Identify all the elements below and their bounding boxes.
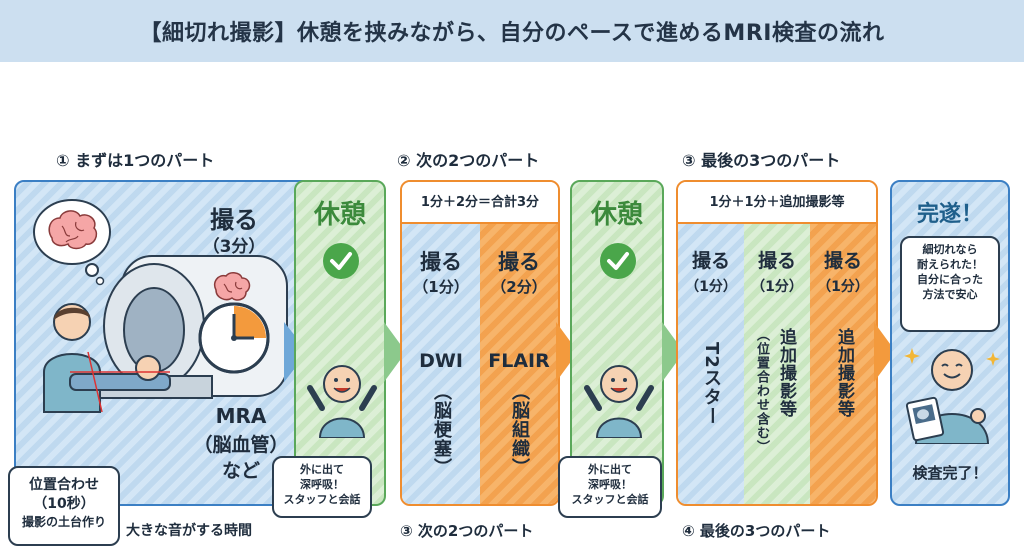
part2-col1-duration: （1分） xyxy=(413,278,469,296)
part2-col1-shoot: 撮る xyxy=(420,250,462,274)
finish-bubble-line3: 自分に合った xyxy=(917,272,983,286)
part3-label: ③ 最後の3つのパート xyxy=(682,151,841,170)
part2-header: 1分＋2分＝合計3分 xyxy=(402,182,558,224)
part3-col2-name: 追加撮影等 xyxy=(776,328,796,418)
part3-header: 1分＋1分＋追加撮影等 xyxy=(678,182,876,224)
part3-col-extra2: 撮る （1分） 追加撮影等 xyxy=(810,224,876,504)
part3-col2-shoot: 撮る xyxy=(757,250,796,272)
check-icon xyxy=(600,243,636,279)
part3-col3-name: 追加撮影等 xyxy=(834,328,854,418)
finish-bubble: 細切れなら 耐えられた！ 自分に合った 方法で安心 xyxy=(900,236,1000,332)
finish-bubble-line2: 耐えられた！ xyxy=(917,257,983,271)
part2-col2-name: FLAIR xyxy=(488,350,550,372)
finish-bubble-line4: 方法で安心 xyxy=(922,287,978,301)
part1-footer: 大きな音がする時間 xyxy=(126,523,252,539)
part2-col2-duration: （2分） xyxy=(491,278,547,296)
part3-footer: ④ 最後の3つのパート xyxy=(682,522,831,540)
part1-duration: （3分） xyxy=(202,237,266,257)
positioning-bubble: 位置合わせ （10秒） 撮影の土台作り xyxy=(8,466,120,546)
break2-bubble: 外に出て 深呼吸！ スタッフと会話 xyxy=(558,456,662,518)
flow-arrow-5 xyxy=(874,322,896,382)
part3-col2-duration: （1分） xyxy=(751,279,803,295)
clock-icon xyxy=(198,302,270,374)
part1-shoot-label: 撮る xyxy=(210,206,258,234)
break2-panel: 休憩 xyxy=(570,180,664,506)
part2-col2-detail: （脳組織） xyxy=(509,382,530,477)
positioning-line3: 撮影の土台作り xyxy=(21,514,106,529)
part2-col2-shoot: 撮る xyxy=(498,250,540,274)
finish-caption: 検査完了！ xyxy=(912,464,988,482)
flow-arrow-2 xyxy=(384,322,406,382)
finish-bubble-line1: 細切れなら xyxy=(922,243,978,256)
part1-label: ① まずは1つのパート xyxy=(56,151,215,170)
thought-bubble-brain-icon xyxy=(33,199,111,286)
break1-panel: 休憩 xyxy=(294,180,386,506)
part3-col3-shoot: 撮る xyxy=(823,250,862,272)
happy-person-icon xyxy=(307,365,377,438)
part1-etc: など xyxy=(221,460,260,482)
part3-col1-shoot: 撮る xyxy=(691,250,730,272)
break2-bubble-line3: スタッフと会話 xyxy=(571,492,649,506)
check-icon xyxy=(323,243,359,279)
break2-title: 休憩 xyxy=(590,200,643,230)
part3-col1-duration: （1分） xyxy=(685,279,737,295)
part2-col1-detail: （脳梗塞） xyxy=(431,382,452,477)
break2-bubble-line2: 深呼吸！ xyxy=(588,477,632,491)
finish-panel: 完遂！ 細切れなら 耐えられた！ 自分に合った 方法で安心 検査完了！ xyxy=(890,180,1010,506)
part1-exam-detail: （脳血管） xyxy=(193,434,289,456)
part3-col1-name: T2スター xyxy=(701,342,722,426)
part2-label: ② 次の2つのパート xyxy=(397,151,540,170)
part2-col1-name: DWI xyxy=(419,350,463,372)
satisfied-person-icon xyxy=(906,349,990,444)
flow-arrow-3 xyxy=(556,322,578,382)
part3-panel: 1分＋1分＋追加撮影等 撮る （1分） T2スター 撮る （1分） 追加撮影等 … xyxy=(676,180,878,506)
page-title: 【細切れ撮影】休憩を挟みながら、自分のペースで進めるMRI検査の流れ xyxy=(139,21,885,46)
sparkle-icon xyxy=(904,348,920,364)
part3-col-t2star: 撮る （1分） T2スター xyxy=(678,224,744,504)
break1-bubble: 外に出て 深呼吸！ スタッフと会話 xyxy=(272,456,372,518)
positioning-line1: 位置合わせ xyxy=(29,477,99,493)
break1-title: 休憩 xyxy=(313,200,366,230)
part2-panel: 1分＋2分＝合計3分 撮る （1分） DWI （脳梗塞） 撮る （2分） FLA… xyxy=(400,180,560,506)
doctor-patient-icon xyxy=(43,303,171,413)
break2-bubble-line1: 外に出て xyxy=(588,463,632,476)
break1-bubble-line2: 深呼吸！ xyxy=(300,477,344,491)
finish-title: 完遂！ xyxy=(916,202,983,227)
part2-col-dwi: 撮る （1分） DWI （脳梗塞） xyxy=(402,224,480,504)
flow-arrow-4 xyxy=(662,322,684,382)
part2-footer: ③ 次の2つのパート xyxy=(400,522,534,540)
happy-person-icon xyxy=(584,365,654,438)
brain-icon xyxy=(214,272,251,301)
part1-exam: MRA xyxy=(215,404,267,428)
sparkle-icon xyxy=(986,352,1000,366)
part3-col2-detail: （位置合わせ含む） xyxy=(754,328,769,454)
part3-col-extra1: 撮る （1分） 追加撮影等 （位置合わせ含む） xyxy=(744,224,810,504)
break1-bubble-line1: 外に出て xyxy=(300,463,344,476)
part3-col3-duration: （1分） xyxy=(817,279,869,295)
part1-panel: 撮る （3分） MRA （脳血管） など xyxy=(14,180,312,506)
break1-bubble-line3: スタッフと会話 xyxy=(283,492,361,506)
part2-col-flair: 撮る （2分） FLAIR （脳組織） xyxy=(480,224,558,504)
positioning-line2: （10秒） xyxy=(33,495,95,512)
title-bar: 【細切れ撮影】休憩を挟みながら、自分のペースで進めるMRI検査の流れ xyxy=(0,0,1024,62)
